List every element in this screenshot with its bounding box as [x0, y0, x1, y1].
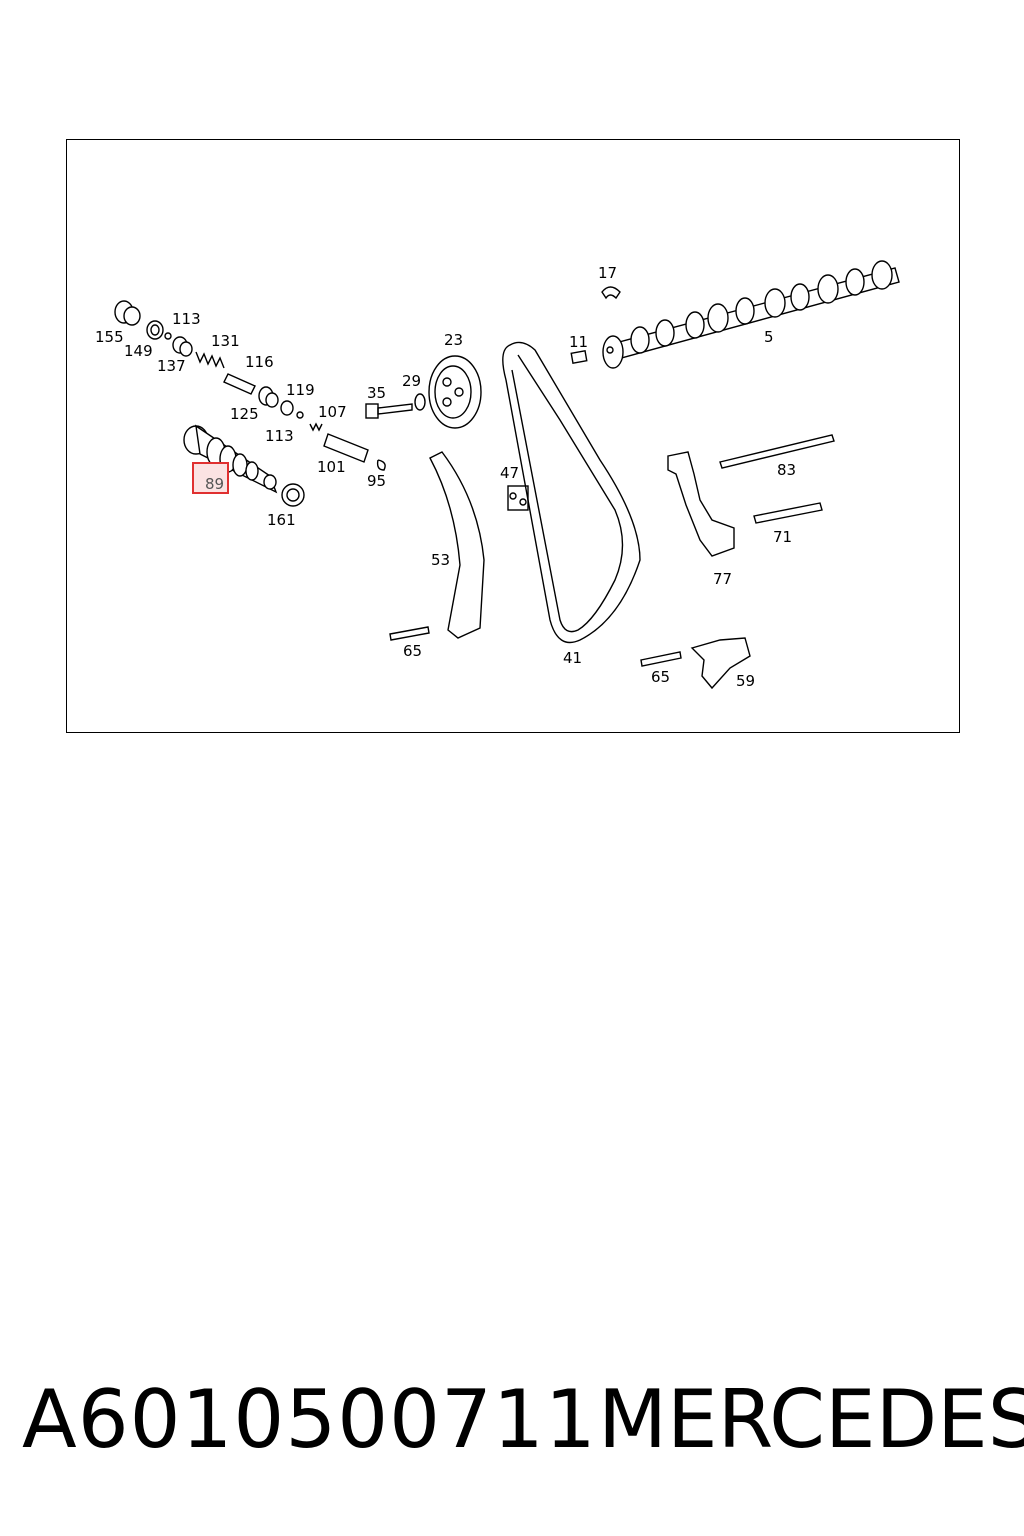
guide-77 — [667, 451, 735, 557]
label-65-b: 65 — [651, 668, 670, 686]
sprocket-23 — [428, 355, 482, 429]
label-71: 71 — [773, 528, 792, 546]
label-29: 29 — [402, 372, 421, 390]
diagram-frame — [66, 139, 960, 733]
camshaft — [602, 260, 900, 369]
bracket-59 — [690, 637, 751, 690]
ball-113-a — [164, 332, 172, 340]
parts-diagram: 17 5 11 23 155 113 131 149 137 116 125 1… — [95, 260, 900, 690]
part-number: A6010500711 — [22, 1373, 597, 1466]
part-137 — [172, 336, 193, 357]
ring-119 — [280, 400, 294, 416]
label-131: 131 — [211, 332, 240, 350]
ball-113-b — [296, 411, 304, 419]
timing-chain-41 — [502, 341, 641, 644]
spring-107 — [309, 422, 323, 432]
label-137: 137 — [157, 357, 186, 375]
pin-65-a — [389, 626, 430, 641]
pin-11 — [570, 350, 588, 364]
label-59: 59 — [736, 672, 755, 690]
label-113-a: 113 — [172, 310, 201, 328]
seal-161 — [281, 483, 305, 507]
plug-155 — [114, 300, 141, 326]
label-17: 17 — [598, 264, 617, 282]
label-65-a: 65 — [403, 642, 422, 660]
label-47: 47 — [500, 464, 519, 482]
ring-149 — [146, 320, 164, 340]
label-125: 125 — [230, 405, 259, 423]
pin-83 — [719, 434, 835, 469]
label-41: 41 — [563, 649, 582, 667]
label-89[interactable]: 89 — [205, 475, 224, 493]
bolt-35 — [365, 403, 413, 419]
brand-name: MERCEDES — [598, 1373, 1024, 1466]
piston-101 — [323, 433, 369, 463]
label-23: 23 — [444, 331, 463, 349]
rail-53 — [429, 451, 485, 639]
clip-95 — [376, 459, 386, 471]
tensioner-89 — [183, 424, 278, 494]
label-116: 116 — [245, 353, 274, 371]
label-161: 161 — [267, 511, 296, 529]
label-11: 11 — [569, 333, 588, 351]
label-53: 53 — [431, 551, 450, 569]
plunger-116 — [223, 373, 256, 395]
spring-131 — [195, 351, 225, 369]
link-47 — [507, 485, 529, 511]
part-125 — [258, 386, 279, 408]
label-77: 77 — [713, 570, 732, 588]
key-17 — [601, 286, 621, 300]
label-149: 149 — [124, 342, 153, 360]
pin-71 — [753, 502, 823, 524]
label-95: 95 — [367, 472, 386, 490]
label-119: 119 — [286, 381, 315, 399]
label-113-b: 113 — [265, 427, 294, 445]
callout-labels: 17 5 11 23 155 113 131 149 137 116 125 1… — [95, 264, 796, 690]
label-107: 107 — [318, 403, 347, 421]
highlight-box-89[interactable] — [192, 462, 229, 494]
pin-65-b — [640, 651, 682, 667]
label-155: 155 — [95, 328, 124, 346]
label-5: 5 — [764, 328, 774, 346]
label-83: 83 — [777, 461, 796, 479]
footer: A6010500711 MERCEDES — [0, 1370, 1024, 1470]
label-35: 35 — [367, 384, 386, 402]
label-101: 101 — [317, 458, 346, 476]
washer-29 — [414, 393, 426, 411]
